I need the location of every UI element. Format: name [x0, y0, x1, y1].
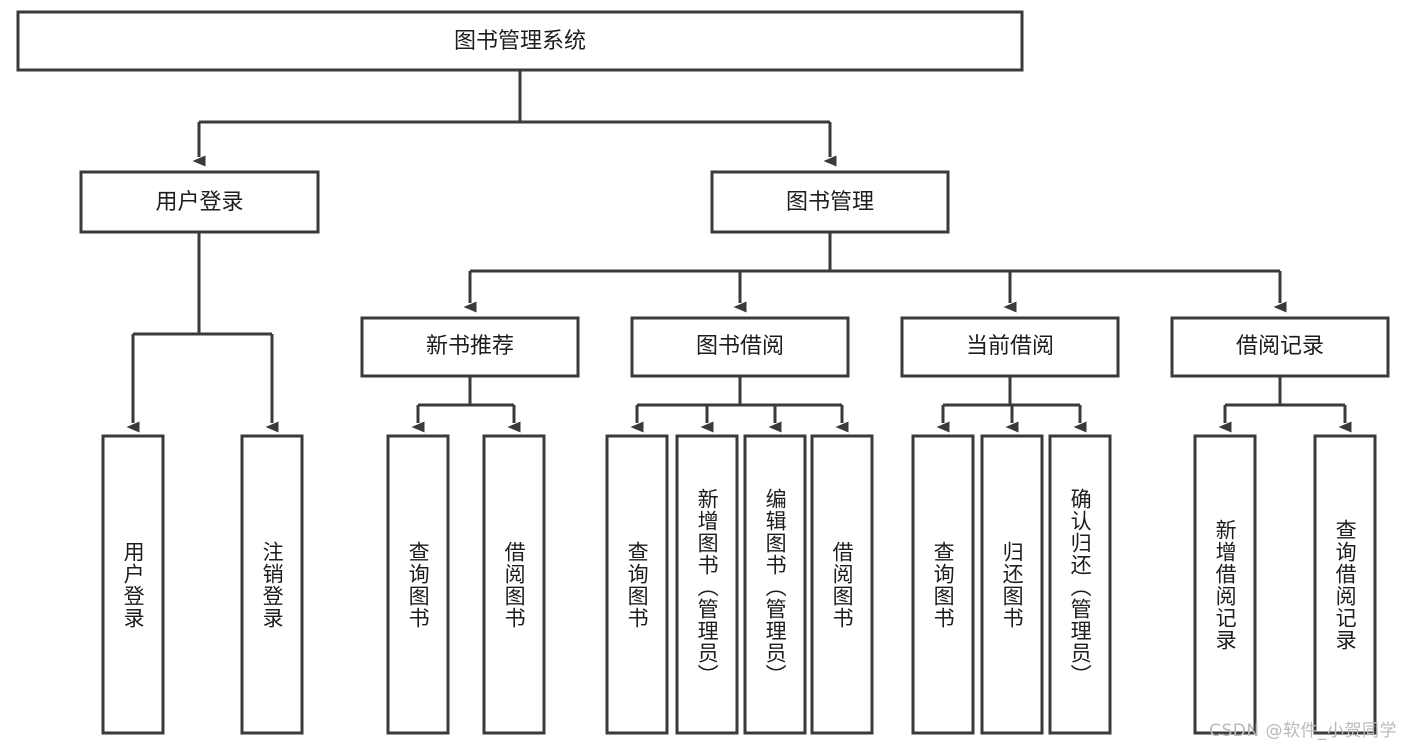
node-book-manage[interactable]: 图书管理 — [710, 170, 950, 234]
node-book-borrow-label: 图书借阅 — [696, 334, 784, 359]
node-leaf-confirm-return[interactable] — [1048, 434, 1112, 735]
node-leaf-logout-login[interactable] — [240, 434, 304, 735]
node-user-login[interactable]: 用户登录 — [79, 170, 320, 234]
node-new-book-recommend[interactable]: 新书推荐 — [360, 316, 580, 378]
node-leaf-query-book-2[interactable] — [605, 434, 669, 735]
connector-layer — [126, 70, 1352, 433]
node-user-login-label: 用户登录 — [155, 190, 243, 215]
node-root[interactable]: 图书管理系统 — [16, 10, 1024, 72]
csdn-watermark: CSDN @软件_小贺同学 — [1209, 721, 1397, 741]
node-leaf-return-book[interactable] — [980, 434, 1044, 735]
node-new-book-recommend-label: 新书推荐 — [426, 334, 514, 359]
node-current-borrow[interactable]: 当前借阅 — [900, 316, 1120, 378]
node-leaf-query-record[interactable] — [1313, 434, 1377, 735]
node-borrow-record-label: 借阅记录 — [1236, 334, 1324, 359]
node-leaf-user-login[interactable] — [101, 434, 165, 735]
node-layer: 图书管理系统 用户登录 图书管理 新书推荐 图书借阅 当前 — [16, 10, 1390, 735]
node-current-borrow-label: 当前借阅 — [966, 334, 1054, 359]
node-leaf-add-book[interactable] — [675, 434, 739, 735]
node-leaf-query-book-3[interactable] — [911, 434, 975, 735]
node-root-label: 图书管理系统 — [454, 29, 586, 54]
node-leaf-edit-book[interactable] — [743, 434, 807, 735]
node-leaf-query-book-1[interactable] — [386, 434, 450, 735]
node-leaf-add-record[interactable] — [1193, 434, 1257, 735]
node-book-manage-label: 图书管理 — [786, 190, 874, 215]
node-leaf-borrow-book-1[interactable] — [482, 434, 546, 735]
node-book-borrow[interactable]: 图书借阅 — [630, 316, 850, 378]
node-leaf-borrow-book-2[interactable] — [810, 434, 874, 735]
node-borrow-record[interactable]: 借阅记录 — [1170, 316, 1390, 378]
